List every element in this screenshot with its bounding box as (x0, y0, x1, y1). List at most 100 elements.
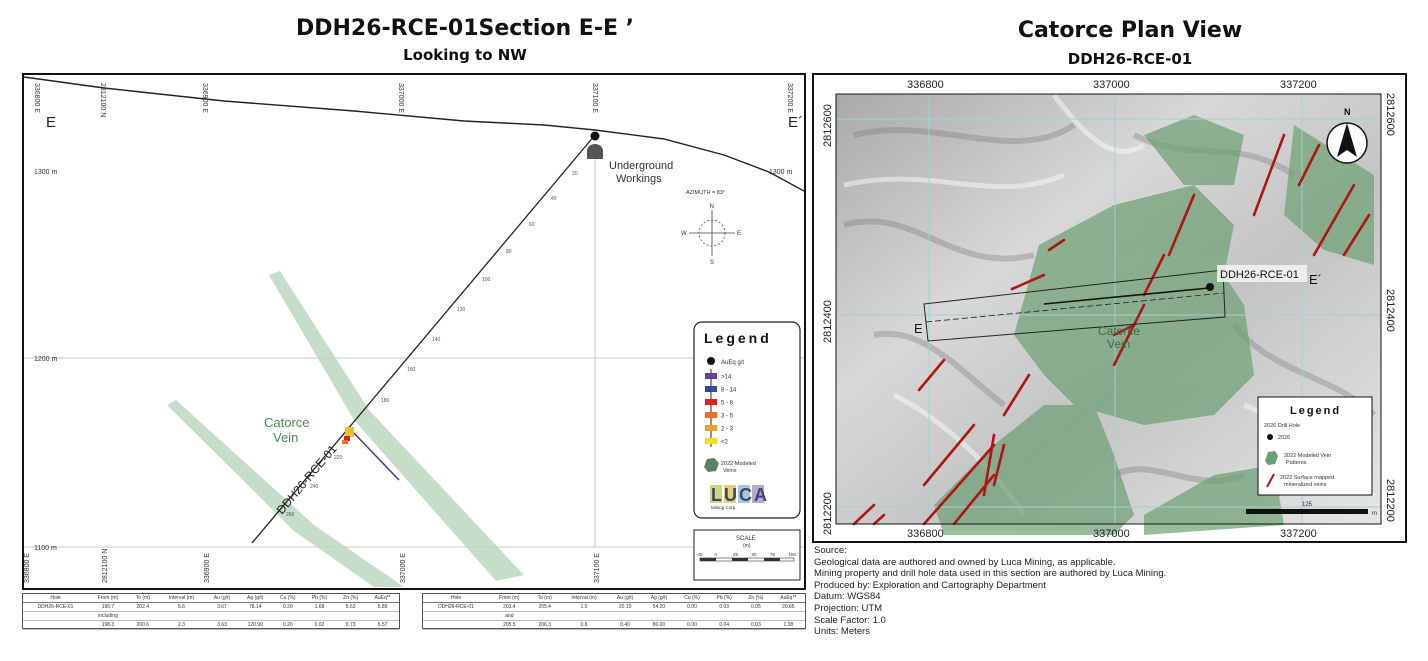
table-header-cell: From (m) (488, 594, 530, 603)
table-cell: 1.68 (303, 602, 336, 612)
table-cell (23, 611, 88, 621)
legend-grade-label: 2 - 3 (721, 427, 734, 433)
table-header-cell: Cu (%) (675, 594, 709, 603)
north-label: N (1344, 107, 1351, 117)
plan-vein-label-1: Catorce (1098, 324, 1140, 338)
svg-text:140: 140 (432, 337, 441, 343)
svg-text:260: 260 (286, 512, 295, 518)
elev-label-1100: 1100 m (34, 545, 57, 552)
section-outline (923, 269, 1226, 342)
modeled-veins (934, 115, 1374, 535)
section-legend: Legend AuEq g/t >148 - 145 - 83 - 52 - 3… (693, 321, 801, 519)
source-line: Units: Meters (814, 626, 870, 638)
azimuth-label: AZIMUTH = 83° (686, 190, 725, 196)
scale-tick-label: 50 (752, 552, 758, 557)
legend-grade-swatch (705, 425, 717, 431)
svg-text:160: 160 (407, 367, 416, 373)
table-cell: 80.00 (642, 620, 676, 630)
plan-legend-modeled-2: Patterns (1286, 460, 1307, 466)
svg-text:60: 60 (529, 222, 535, 228)
svg-text:120: 120 (457, 307, 466, 313)
scale-tick-label: 25 (733, 552, 739, 557)
table-cell: 5.89 (366, 602, 399, 612)
plan-hole-label: DDH26-RCE-01 (1220, 269, 1299, 281)
plan-vein-label-2: Vein (1107, 337, 1130, 351)
table-cell: 2.3 (157, 620, 206, 630)
plan-scale-unit: m (1372, 511, 1377, 517)
plan-legend-surface-1: 2022 Surface mapped (1280, 475, 1334, 481)
plan-x-label: 337200 (1280, 79, 1317, 91)
scale-tick-label: 75 (770, 552, 776, 557)
table-cell: 203.4 (488, 602, 530, 612)
table-cell (529, 611, 560, 621)
table-cell (205, 611, 239, 621)
bottom-axis-labels: 336800 E 2812100 N 336900 E 337000 E 337… (24, 549, 601, 583)
table-cell (271, 611, 304, 621)
table-header-cell: Pb (%) (303, 594, 336, 603)
drill-hole-projection (1043, 287, 1210, 305)
compass-rose-icon: AZIMUTH = 83° N S W E (681, 190, 741, 266)
table-header-cell: Au (g/t) (608, 594, 643, 603)
intercept-segment (350, 429, 400, 481)
drill-hole-trace (251, 134, 596, 544)
hole-label: DDH26-RCE-01 (274, 442, 340, 517)
table-cell: 0.04 (708, 620, 741, 630)
luca-logo-icon: LUCA Mining Corp. (710, 485, 767, 510)
table-header-cell: Hole (423, 594, 489, 603)
plan-y-label: 2812600 (822, 104, 834, 147)
plan-y-labels-right: 2812600 2812400 2812200 (1384, 93, 1396, 522)
table-cell: 0.20 (271, 620, 304, 630)
svg-text:240: 240 (310, 484, 319, 490)
bottom-axis-label: 337100 E (594, 553, 601, 583)
table-header-cell: AuEq** (366, 594, 399, 603)
table-cell: 205.5 (488, 620, 530, 630)
scale-title: SCALE (736, 536, 756, 542)
surface-veins (852, 133, 1371, 526)
legend-modeled-1: 2022 Modeled (721, 461, 756, 467)
table-cell: 200.6 (127, 620, 158, 630)
legend-grade-swatch (705, 412, 717, 418)
plan-y-label: 2812400 (822, 300, 834, 343)
legend-grade-swatch (705, 386, 717, 392)
aueq-symbol-icon (707, 357, 715, 365)
plan-x-label: 336800 (907, 79, 944, 91)
drill-collar[interactable] (590, 131, 600, 141)
top-axis-label: 336900 E (201, 83, 208, 113)
table-header-cell: Interval (m) (157, 594, 206, 603)
table-cell (675, 611, 709, 621)
north-arrow-icon: N (1326, 107, 1368, 164)
table-row: and (423, 611, 805, 621)
plan-view-panel[interactable]: DDH26-RCE-01 E´ E Catorce Vein N Legend … (812, 73, 1407, 543)
plan-y-label: 2812200 (822, 492, 834, 535)
table-cell: 20.10 (608, 602, 643, 612)
svg-text:180: 180 (381, 398, 390, 404)
section-end-e-prime: E´ (788, 114, 803, 131)
table-cell: 0.8 (559, 620, 609, 630)
svg-text:80: 80 (506, 249, 512, 255)
vein-label-1: Catorce (264, 415, 310, 430)
logo-sub: Mining Corp. (711, 505, 737, 510)
table-cell: 3.67 (205, 602, 239, 612)
bottom-axis-label: 336900 E (204, 553, 211, 583)
section-subtitle: Looking to NW (403, 46, 527, 64)
elev-label-1300: 1300 m (34, 169, 58, 176)
scale-unit: (m) (743, 543, 751, 549)
source-line: Produced by: Exploration and Cartography… (814, 579, 1046, 591)
legend-grade-label: 5 - 8 (721, 401, 734, 407)
source-line: Source: (814, 545, 847, 556)
section-end-e: E (46, 114, 56, 131)
table-cell: 206.3 (529, 620, 560, 630)
table-cell (303, 611, 336, 621)
plan-drill-collar[interactable] (1206, 283, 1214, 291)
plan-scale-bar: 125 m (1246, 502, 1377, 517)
table-cell: 78.14 (238, 602, 272, 612)
table-cell: 5.6 (157, 602, 206, 612)
source-line: Datum: WGS84 (814, 591, 881, 603)
